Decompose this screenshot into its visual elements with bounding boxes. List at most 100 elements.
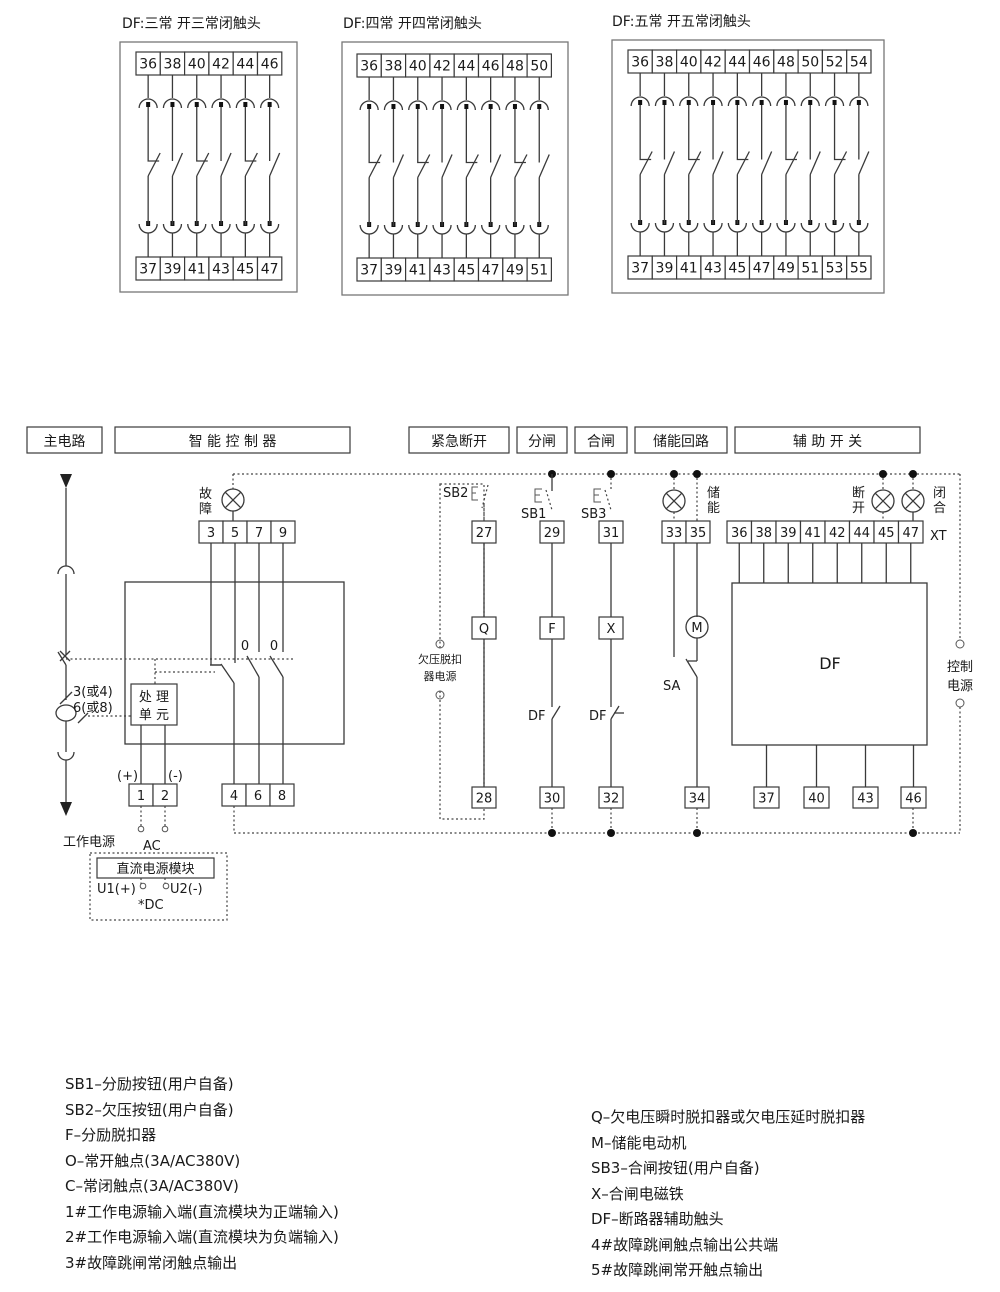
header-shunt-trip: 分闸 [516,426,568,454]
svg-text:SB2: SB2 [443,486,468,501]
output-terminal: 6 [245,783,271,807]
header-smart-controller: 智 能 控 制 器 [114,426,351,454]
circuit-terminal: 28 [471,786,497,809]
closed-lamp-icon [901,489,925,513]
svg-text:41: 41 [804,526,821,541]
controller-terminal: 5 [222,520,248,544]
contact-pair [824,73,848,256]
svg-text:44: 44 [457,59,475,75]
terminal-top: 54 [846,49,872,74]
power-terminal-icon [161,825,169,833]
svg-text:U1(+): U1(+) [97,882,136,897]
svg-text:38: 38 [164,57,182,73]
uv-power-terminal-icon [435,639,445,649]
svg-text:DF:五常 开五常闭触头: DF:五常 开五常闭触头 [612,14,751,30]
legend-item: SB1–分励按钮(用户自备) [65,1075,234,1093]
terminal-bottom: 47 [256,256,283,281]
svg-text:40: 40 [409,59,427,75]
svg-text:33: 33 [666,526,683,541]
svg-text:障: 障 [199,502,212,517]
terminal-bottom: 37 [135,256,161,281]
terminal-bottom: 41 [405,257,431,282]
pushbutton-sb1-icon [534,488,542,503]
df-panel-frame [341,41,569,296]
main-circuit: 3(或4) 6(或8) [55,474,295,816]
terminal-bottom: 51 [526,257,552,282]
terminal-top: 52 [821,49,848,74]
svg-text:9: 9 [279,526,287,541]
svg-text:紧急断开: 紧急断开 [431,434,487,450]
contact-pair [776,73,799,256]
contact-pair [260,75,281,257]
fault-lamp-icon [221,488,245,512]
terminal-bottom: 49 [773,255,799,280]
svg-text:51: 51 [801,261,819,277]
legend-item: 2#工作电源输入端(直流模块为负端输入) [65,1228,339,1246]
legend-item: SB3–合闸按钮(用户自备) [591,1159,760,1177]
terminal-top: 40 [405,53,431,78]
terminal-top: 36 [135,51,161,76]
svg-text:54: 54 [850,55,868,71]
svg-text:43: 43 [857,792,874,807]
terminal-bottom: 43 [208,256,234,281]
svg-text:37: 37 [139,262,157,278]
xt-terminal: 45 [873,520,900,544]
terminal-bottom: 47 [477,257,504,282]
svg-text:能: 能 [707,501,720,516]
circuit-terminal: 29 [539,520,565,544]
contact-pair [211,75,232,257]
svg-text:42: 42 [212,57,230,73]
junction-dot-icon [607,470,615,478]
output-terminal: 4 [221,783,247,807]
terminal-bottom: 43 [700,255,726,280]
svg-text:37: 37 [360,263,378,279]
svg-text:6: 6 [254,789,262,804]
contact-pair [432,77,453,258]
xt-terminal: 44 [848,520,875,544]
terminal-top: 48 [773,49,799,74]
svg-text:主电路: 主电路 [44,434,86,450]
dc-module-frame [89,852,228,921]
coil: Q [471,616,497,640]
header-main-circuit: 主电路 [26,426,103,454]
legend-item: 3#故障跳闸常闭触点输出 [65,1253,238,1272]
junction-dot-icon [879,470,887,478]
terminal-bottom: 49 [502,257,528,282]
svg-text:40: 40 [808,792,825,807]
terminal-top: 50 [526,53,552,78]
svg-text:35: 35 [690,526,707,541]
circuit-terminal: 35 [685,520,711,544]
svg-text:38: 38 [385,59,403,75]
svg-text:7: 7 [255,526,263,541]
terminal-top: 42 [700,49,726,74]
svg-text:36: 36 [731,526,748,541]
terminal-top: 44 [453,53,480,78]
svg-text:47: 47 [902,526,919,541]
svg-text:47: 47 [482,263,500,279]
svg-text:*DC: *DC [138,898,164,913]
contact-pair [679,73,702,256]
control-power-terminal-icon [955,639,965,649]
terminal-top: 42 [208,51,234,76]
pushbutton-sb3-icon [593,488,601,503]
aux-terminal: 40 [803,786,830,809]
uv-power-terminal-icon [435,690,445,700]
contact-pair [752,73,773,256]
df-block [731,582,928,746]
svg-text:SB1: SB1 [521,507,546,522]
xt-terminal: 42 [824,520,851,544]
svg-text:32: 32 [603,792,620,807]
processing-unit [130,683,178,726]
legend-item: O–常开触点(3A/AC380V) [65,1151,241,1170]
legend-item: Q–欠电压瞬时脱扣器或欠电压延时脱扣器 [591,1108,866,1126]
svg-text:39: 39 [780,526,797,541]
svg-text:器电源: 器电源 [424,669,457,683]
svg-text:断: 断 [852,486,865,501]
circuit-terminal: 31 [598,520,624,544]
svg-text:6(或8): 6(或8) [73,701,113,716]
svg-text:SB3: SB3 [581,507,606,522]
contact-pair [481,77,502,258]
